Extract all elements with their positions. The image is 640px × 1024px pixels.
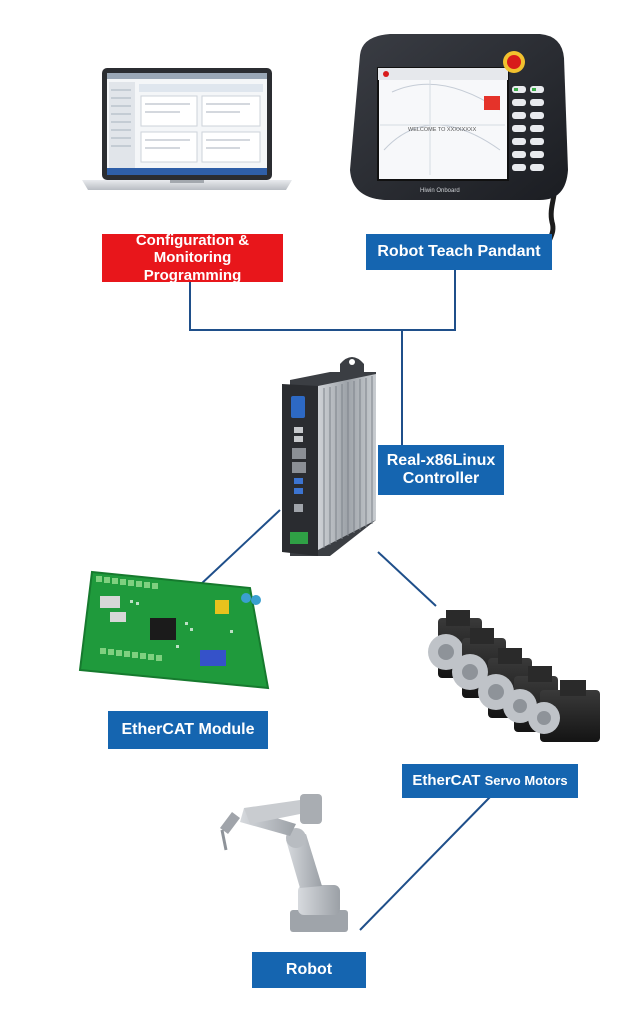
teach-pendant-image: WELCOME TO XXXXXXXX Hiwin Onboard bbox=[350, 34, 568, 251]
teach-pendant-label-text: Robot Teach Pandant bbox=[377, 242, 541, 260]
ethercat-module-label: EtherCAT Module bbox=[108, 711, 268, 749]
controller-label: Real-x86Linux Controller bbox=[378, 445, 504, 495]
connector-controller-to-module bbox=[199, 509, 281, 586]
servo-motors-label-text: EtherCAT Servo Motors bbox=[412, 772, 567, 789]
controller-label-line2: Controller bbox=[402, 470, 480, 487]
connector-controller-to-servo bbox=[377, 551, 437, 607]
teach-pendant-label: Robot Teach Pandant bbox=[366, 234, 552, 270]
ethercat-module-label-text: EtherCAT Module bbox=[121, 720, 255, 738]
config-label-line2: Monitoring Programming bbox=[143, 249, 242, 284]
connector-servo-to-robot bbox=[359, 796, 491, 931]
config-label-line1: Configuration & bbox=[135, 232, 250, 250]
config-monitoring-label: Configuration & Monitoring Programming bbox=[102, 232, 283, 284]
controller-label-line1: Real-x86Linux bbox=[386, 451, 496, 469]
connector-lines bbox=[189, 270, 491, 931]
servo-label-small: Servo Motors bbox=[484, 773, 568, 789]
connector-config-to-bus bbox=[189, 270, 456, 331]
robot-label: Robot bbox=[252, 952, 366, 988]
pendant-screen-text: WELCOME TO XXXXXXXX bbox=[408, 127, 477, 133]
servo-label-main: EtherCAT bbox=[412, 772, 481, 790]
robot-label-text: Robot bbox=[285, 960, 333, 978]
laptop-image bbox=[82, 68, 292, 190]
servo-motors-image bbox=[428, 610, 600, 742]
robot-arm-image bbox=[220, 794, 348, 932]
servo-motors-label: EtherCAT Servo Motors bbox=[402, 764, 578, 798]
pendant-footer-text: Hiwin Onboard bbox=[420, 188, 460, 194]
ethercat-board-image bbox=[78, 570, 270, 690]
controller-box-image bbox=[282, 357, 376, 556]
